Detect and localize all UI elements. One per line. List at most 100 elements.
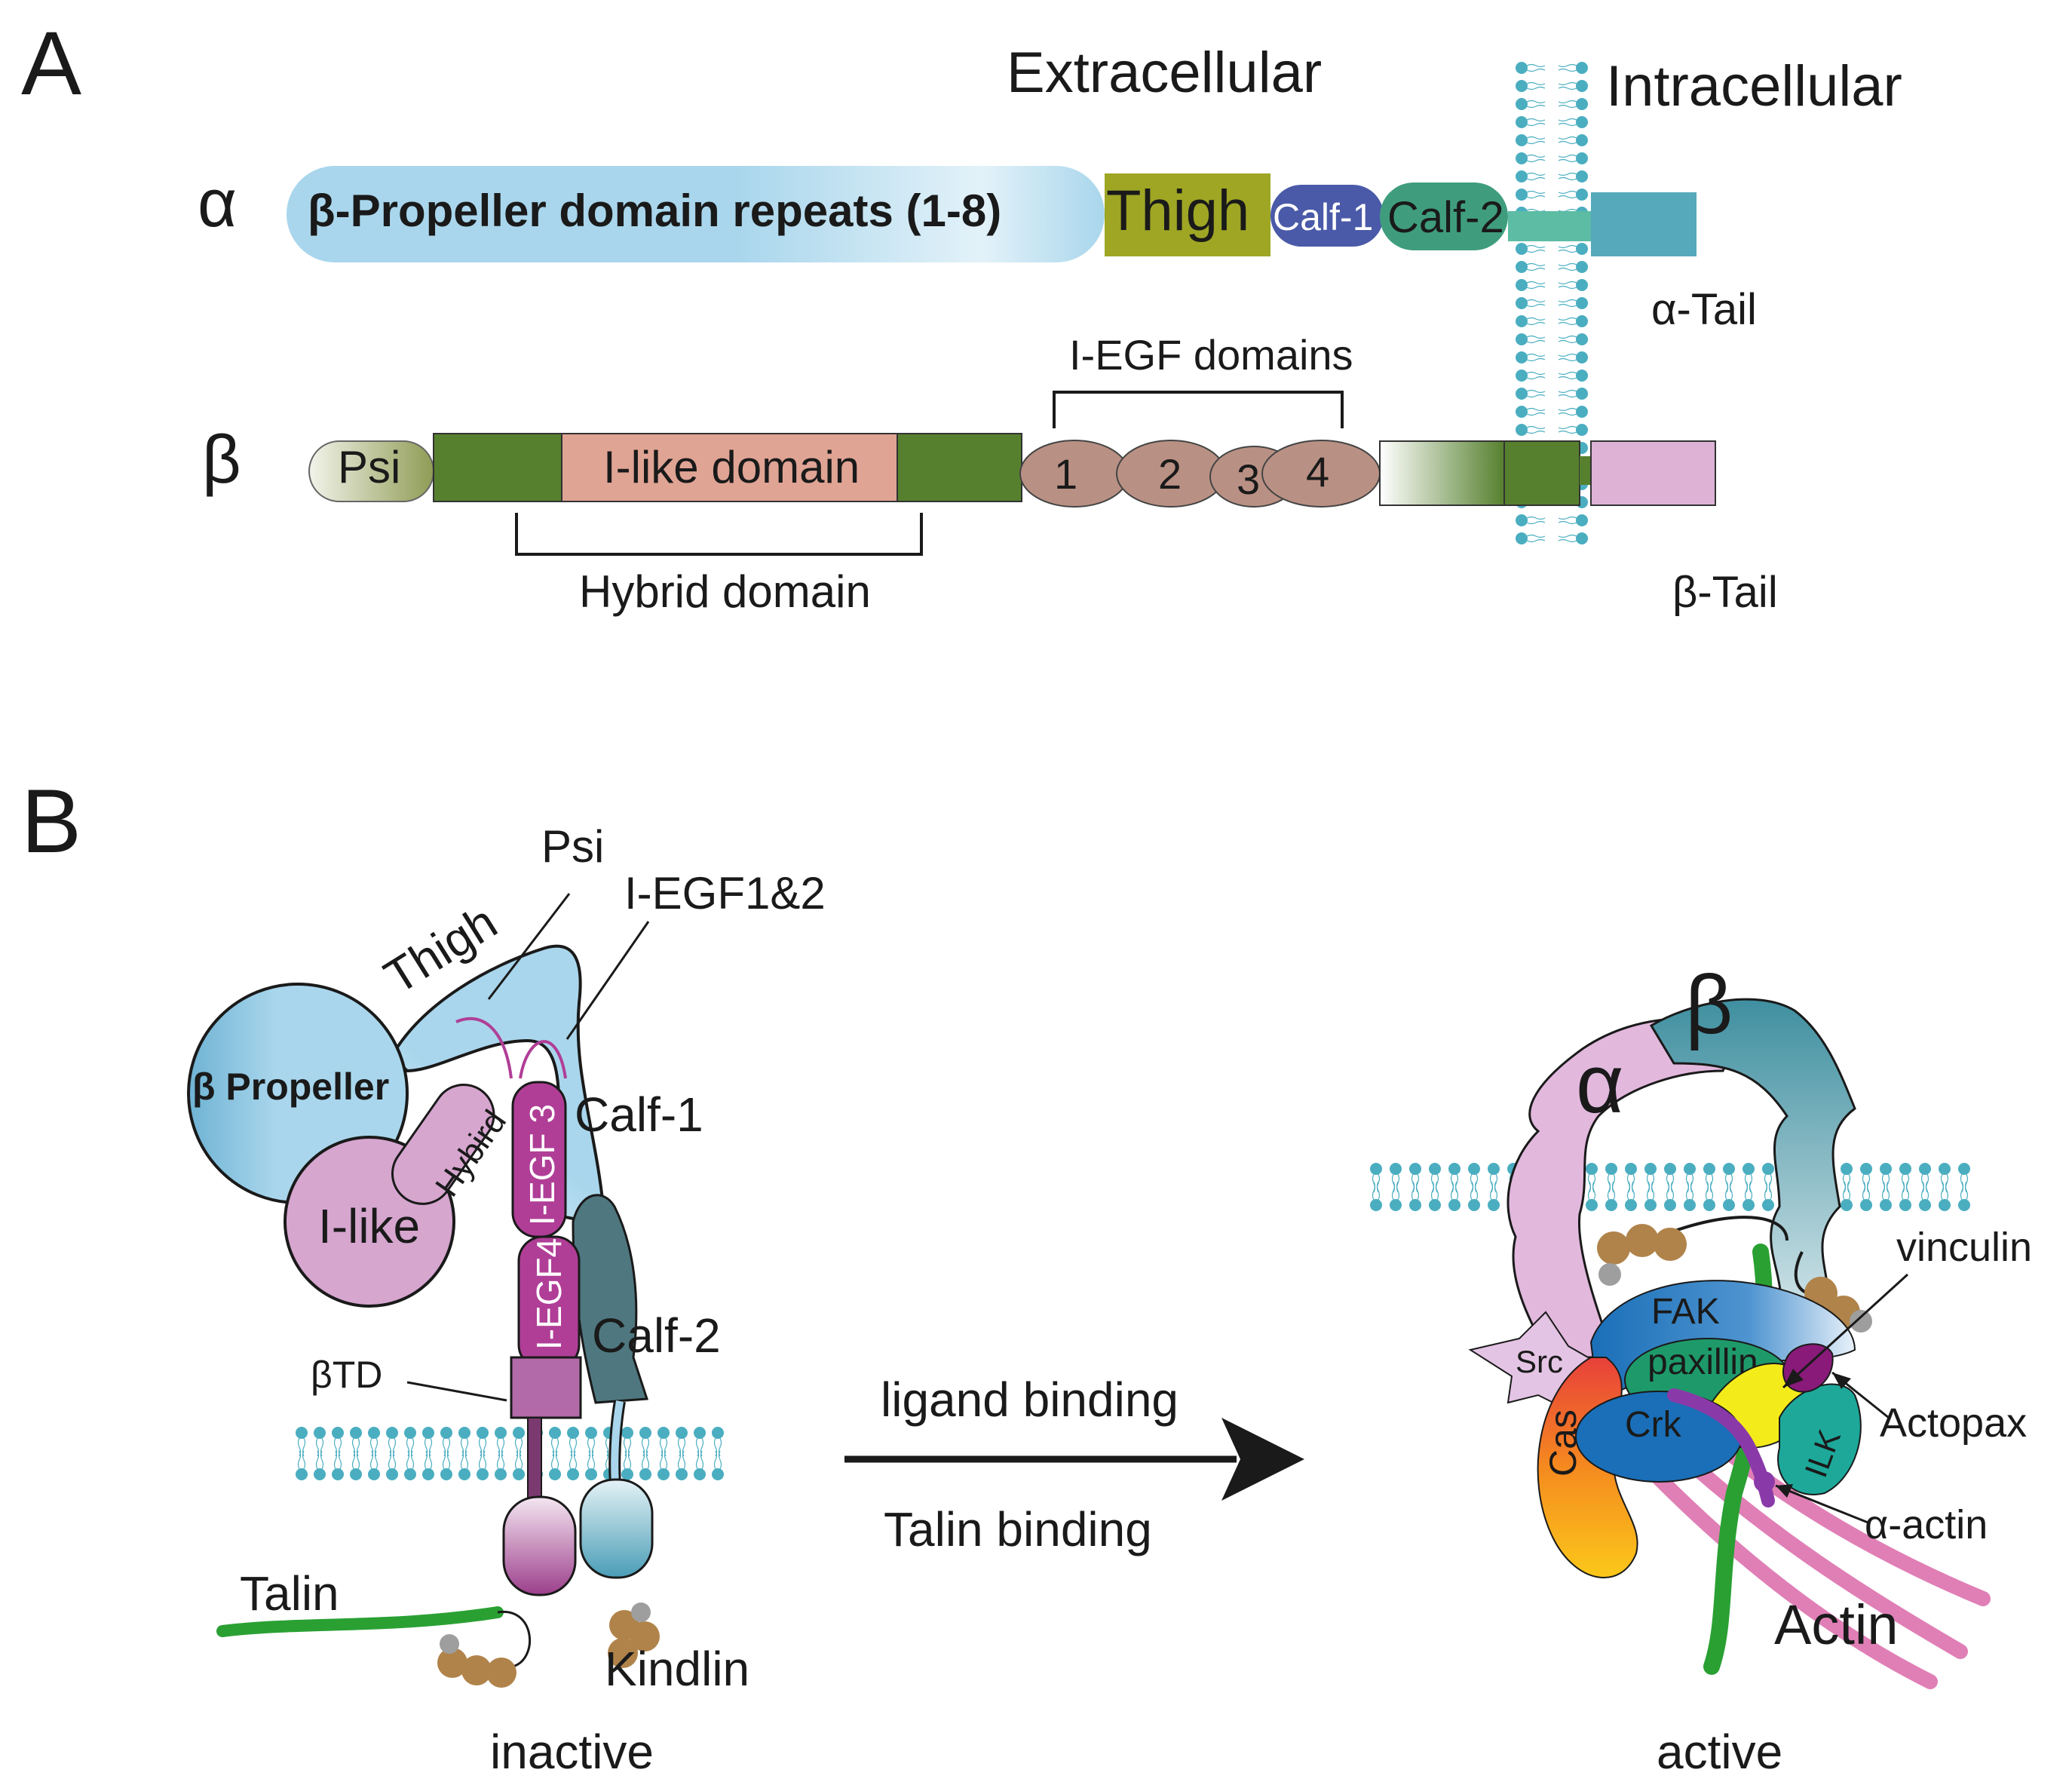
lipid-head-icon bbox=[1558, 115, 1589, 129]
lipid-head-icon bbox=[1515, 170, 1546, 183]
lipid-head-icon bbox=[1605, 1162, 1618, 1193]
alpha-tail-label: α-Tail bbox=[1651, 285, 1757, 334]
thigh-label: Thigh bbox=[1106, 179, 1249, 243]
lipid-head-icon bbox=[1879, 1162, 1893, 1193]
actin-label: Actin bbox=[1774, 1593, 1899, 1656]
lipid-head-icon bbox=[313, 1450, 326, 1481]
lipid-head-icon bbox=[1515, 351, 1546, 364]
iegf12-label: I-EGF1&2 bbox=[624, 868, 826, 919]
lipid-head-icon bbox=[1515, 296, 1546, 310]
lipid-head-icon bbox=[584, 1450, 598, 1481]
lipid-head-icon bbox=[403, 1450, 417, 1481]
src-label: Src bbox=[1516, 1344, 1563, 1379]
lipid-head-icon bbox=[476, 1426, 489, 1457]
lipid-head-icon bbox=[1558, 296, 1589, 310]
psi-label-b: Psi bbox=[541, 821, 604, 872]
lipid-head-icon bbox=[1585, 1181, 1598, 1212]
lipid-head-icon bbox=[1558, 278, 1589, 292]
lipid-head-icon bbox=[1428, 1162, 1442, 1193]
lipid-head-icon bbox=[349, 1450, 363, 1481]
lipid-head-icon bbox=[331, 1426, 345, 1457]
transition-arrow-head bbox=[1221, 1418, 1304, 1501]
hybrid-domain-bracket bbox=[515, 513, 923, 556]
kindlin-label: Kindlin bbox=[605, 1642, 749, 1696]
lipid-head-icon bbox=[1938, 1162, 1951, 1193]
lipid-head-icon bbox=[1515, 188, 1546, 201]
lipid-head-icon bbox=[295, 1450, 308, 1481]
lipid-head-icon bbox=[1879, 1181, 1893, 1212]
alpha-actin-pointer bbox=[1775, 1484, 1871, 1525]
lipid-head-icon bbox=[1515, 115, 1546, 129]
lipid-head-icon bbox=[512, 1450, 526, 1481]
i-like-label-a: I-like domain bbox=[603, 442, 860, 492]
lipid-head-icon bbox=[657, 1450, 670, 1481]
lipid-head-icon bbox=[548, 1450, 562, 1481]
psi-pointer bbox=[487, 893, 571, 1000]
lipid-head-icon bbox=[1558, 405, 1589, 419]
calf1-domain bbox=[1270, 185, 1384, 247]
lipid-head-icon bbox=[1558, 387, 1589, 400]
lipid-head-icon bbox=[1644, 1162, 1657, 1193]
lipid-head-icon bbox=[693, 1426, 707, 1457]
lipid-head-icon bbox=[1585, 1162, 1598, 1193]
lipid-head-icon bbox=[1742, 1181, 1755, 1212]
lipid-head-icon bbox=[1840, 1181, 1853, 1212]
lipid-head-icon bbox=[1515, 333, 1546, 346]
lipid-head-icon bbox=[711, 1450, 725, 1481]
hybrid-right-block bbox=[897, 433, 1022, 502]
panel-a-label: A bbox=[21, 13, 81, 114]
lipid-head-icon bbox=[1515, 79, 1546, 93]
lipid-head-icon bbox=[1558, 97, 1589, 111]
lipid-head-icon bbox=[1558, 133, 1589, 147]
lipid-head-icon bbox=[1515, 423, 1546, 437]
lipid-head-icon bbox=[1515, 242, 1546, 256]
lipid-head-icon bbox=[1515, 133, 1546, 147]
alpha-subunit-active bbox=[1506, 1017, 1744, 1359]
vinculin-label: vinculin bbox=[1896, 1225, 2032, 1270]
talin-linker bbox=[497, 1610, 531, 1668]
lipid-head-icon bbox=[1558, 242, 1589, 256]
beta-td-domain bbox=[510, 1356, 582, 1419]
lipid-head-icon bbox=[1408, 1181, 1422, 1212]
lipid-head-icon bbox=[1487, 1162, 1500, 1193]
lipid-head-icon bbox=[1683, 1181, 1697, 1212]
actopax-label: Actopax bbox=[1880, 1400, 2027, 1446]
psi-label-a: Psi bbox=[338, 442, 400, 492]
lipid-head-icon bbox=[458, 1426, 471, 1457]
lipid-head-icon bbox=[367, 1426, 381, 1457]
beta-propeller-label: β-Propeller domain repeats (1-8) bbox=[308, 186, 1001, 236]
lipid-head-icon bbox=[1840, 1162, 1853, 1193]
lipid-head-icon bbox=[476, 1450, 489, 1481]
lipid-head-icon bbox=[331, 1450, 345, 1481]
lipid-head-icon bbox=[1515, 369, 1546, 382]
lipid-head-icon bbox=[1683, 1162, 1697, 1193]
lipid-head-icon bbox=[403, 1426, 417, 1457]
vinculin-pointer bbox=[1782, 1273, 1909, 1389]
lipid-head-icon bbox=[313, 1426, 326, 1457]
lipid-head-icon bbox=[1624, 1181, 1638, 1212]
lipid-head-icon bbox=[1899, 1181, 1912, 1212]
active-label: active bbox=[1657, 1725, 1782, 1779]
alpha-cyto-tail-b bbox=[579, 1478, 654, 1579]
lipid-head-icon bbox=[1467, 1162, 1481, 1193]
talin-binding-label: Talin binding bbox=[884, 1502, 1152, 1556]
lipid-head-icon bbox=[1722, 1162, 1736, 1193]
alpha-label-active: α bbox=[1576, 1038, 1624, 1130]
lipid-head-icon bbox=[1389, 1162, 1402, 1193]
lipid-head-icon bbox=[1389, 1181, 1402, 1212]
lipid-head-icon bbox=[1558, 170, 1589, 183]
lipid-head-icon bbox=[1558, 532, 1589, 545]
lipid-head-icon bbox=[1515, 61, 1546, 75]
beta-td-pointer bbox=[406, 1381, 507, 1402]
lipid-head-icon bbox=[621, 1450, 634, 1481]
lipid-head-icon bbox=[349, 1426, 363, 1457]
beta-tail-domain-fade bbox=[1379, 440, 1505, 506]
lipid-head-icon bbox=[1515, 387, 1546, 400]
kindlin-cluster bbox=[608, 1602, 660, 1668]
lipid-head-icon bbox=[1448, 1162, 1461, 1193]
lipid-head-icon bbox=[1515, 260, 1546, 274]
ligand-binding-label: ligand binding bbox=[881, 1372, 1179, 1427]
lipid-head-icon bbox=[1663, 1181, 1677, 1212]
lipid-head-icon bbox=[1558, 260, 1589, 274]
extracellular-label: Extracellular bbox=[1007, 41, 1322, 105]
